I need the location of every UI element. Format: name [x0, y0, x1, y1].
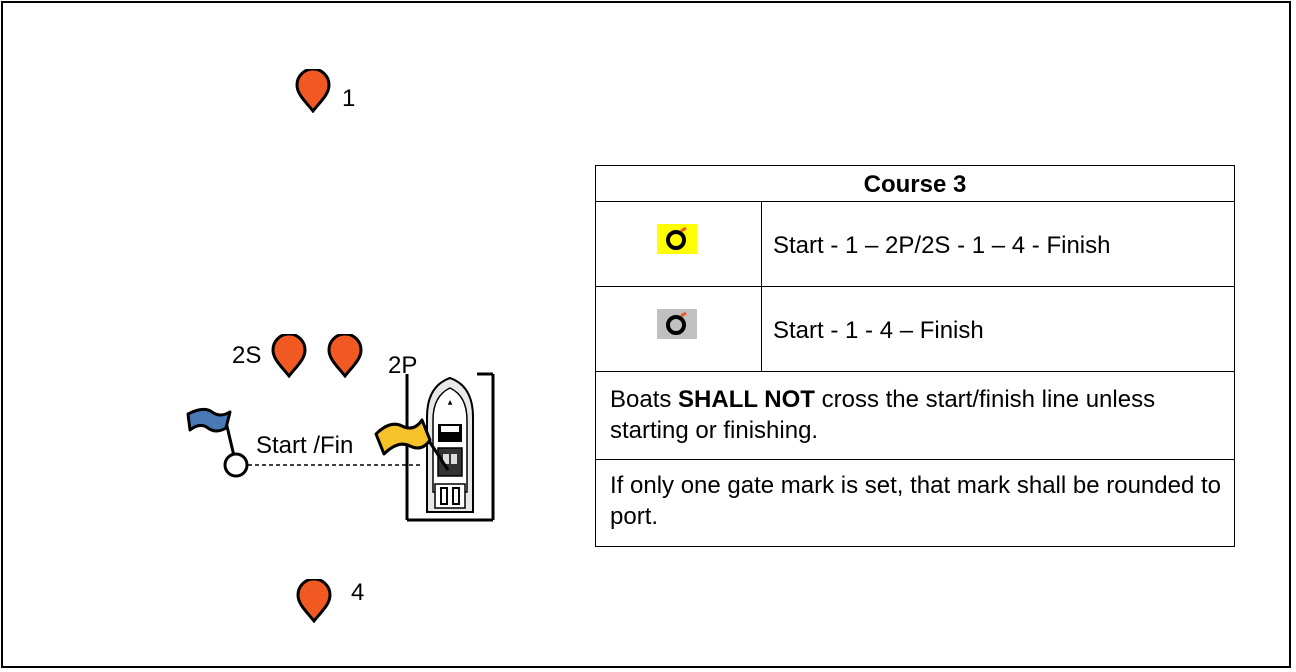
note-text: cross the start/finish line unless start…	[610, 386, 1156, 444]
buoy-mark-2p-icon	[327, 334, 363, 378]
yellow-ring-icon	[657, 224, 697, 254]
mark-2s-label: 2S	[232, 342, 262, 369]
gate-note: If only one gate mark is set, that mark …	[610, 472, 1221, 530]
buoy-mark-1-icon	[295, 69, 331, 113]
note-emphasis: SHALL NOT	[678, 386, 815, 413]
route-text-short: Start - 1 - 4 – Finish	[773, 317, 984, 344]
mark-1-label: 1	[342, 85, 356, 112]
gray-ring-icon	[657, 309, 697, 339]
start-pin-ring-icon	[223, 452, 249, 478]
svg-text:▲: ▲	[448, 399, 453, 406]
course-route-row: Start - 1 – 2P/2S - 1 – 4 - Finish	[596, 202, 1234, 287]
gate-note-row: If only one gate mark is set, that mark …	[596, 460, 1234, 546]
mark-4-label: 4	[351, 579, 365, 606]
committee-boat-icon: ▲	[405, 372, 495, 522]
start-line-note-row: Boats SHALL NOT cross the start/finish l…	[596, 372, 1234, 460]
start-line-note: Boats SHALL NOT cross the start/finish l…	[610, 384, 1224, 446]
course-title: Course 3	[863, 171, 967, 198]
blue-flag-icon	[186, 407, 236, 457]
note-text: Boats	[610, 386, 679, 413]
route-icon-cell	[596, 287, 762, 371]
route-text-full: Start - 1 – 2P/2S - 1 – 4 - Finish	[773, 232, 1111, 259]
mark-2p-label: 2P	[388, 352, 418, 379]
start-finish-label: Start /Fin	[256, 432, 354, 459]
buoy-mark-2s-icon	[271, 334, 307, 378]
yellow-flag-icon	[374, 418, 450, 471]
route-icon-cell	[596, 202, 762, 286]
course-title-row: Course 3	[596, 166, 1234, 202]
buoy-mark-4-icon	[296, 579, 332, 623]
course-table: Course 3 Start - 1 – 2P/2S - 1 – 4 - Fin…	[595, 165, 1235, 547]
course-route-row: Start - 1 - 4 – Finish	[596, 287, 1234, 372]
